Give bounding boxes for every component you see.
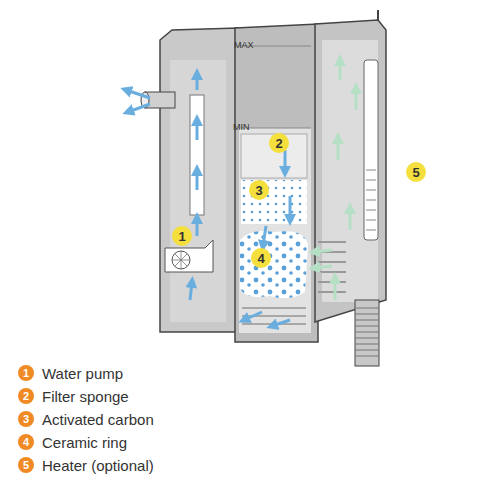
legend-number: 2Filter sponge [18, 388, 34, 404]
number: 2 [23, 390, 29, 402]
legend-number: 4Ceramic ring [18, 434, 34, 450]
pump [165, 240, 213, 272]
callout-number: 4 [251, 248, 271, 268]
level-mark: MAX [234, 40, 254, 50]
number: 2 [275, 136, 282, 151]
number: 3 [255, 183, 262, 198]
callout-number: 2 [269, 133, 289, 153]
outlet-tube [190, 95, 204, 215]
number: 1 [23, 367, 29, 379]
ceramic-rings [240, 231, 308, 298]
legend-number: 3Activated carbon [18, 411, 34, 427]
level-mark: MIN [233, 122, 250, 132]
part-name: Ceramic ring [42, 434, 127, 451]
callout-number: 3 [249, 180, 269, 200]
pipe-ridges [355, 308, 379, 356]
heater-marks [366, 170, 376, 230]
pump-impeller [172, 251, 190, 269]
number: 5 [412, 165, 419, 180]
flow-arrows [314, 60, 356, 300]
level-line [239, 128, 311, 129]
heater [364, 60, 378, 240]
sponge [241, 134, 307, 178]
number: 4 [257, 251, 264, 266]
media-chamber [235, 24, 318, 342]
callout-number: 1 [172, 226, 192, 246]
part-name: Activated carbon [42, 411, 154, 428]
water [239, 128, 311, 333]
carbon [241, 180, 307, 224]
number: 5 [23, 459, 29, 471]
legend-number: 1Water pump [18, 365, 34, 381]
callout-number: 5 [406, 162, 426, 182]
heater-chamber [315, 20, 386, 322]
part-name: Heater (optional) [42, 457, 154, 474]
flow-arrows [126, 74, 290, 326]
number: 4 [23, 436, 29, 448]
pump-grid [172, 251, 190, 269]
pump-chamber [160, 28, 238, 332]
water [170, 60, 226, 322]
ceramic-rings [240, 231, 308, 298]
number: 1 [178, 229, 185, 244]
legend-number: 5Heater (optional) [18, 457, 34, 473]
number: 3 [23, 413, 29, 425]
part-name: Water pump [42, 365, 123, 382]
intake-pipe [355, 300, 379, 366]
vents [242, 308, 306, 324]
carbon [241, 180, 307, 224]
part-name: Filter sponge [42, 388, 129, 405]
